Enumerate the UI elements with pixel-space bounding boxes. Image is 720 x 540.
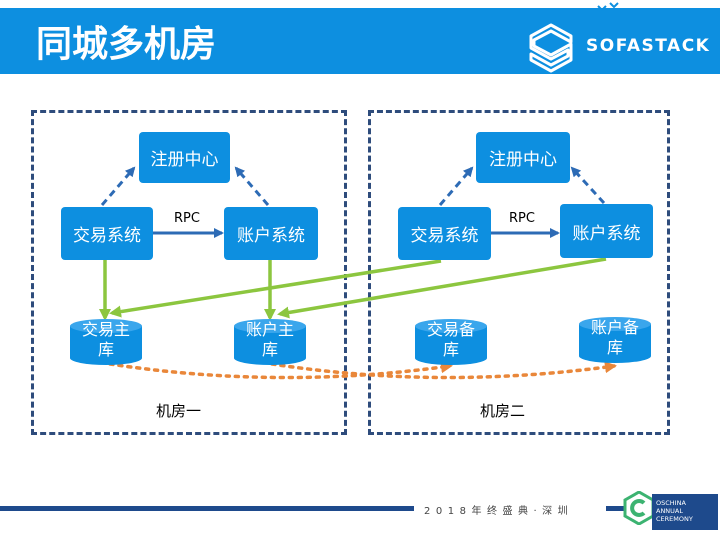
bird-decoration-icon [597,2,619,12]
account2-to-account-db-arrow [277,257,607,319]
oschina-logo-icon [623,491,655,525]
page-title: 同城多机房 [36,24,217,65]
database-icon [70,319,142,365]
account-db-replication-arrow [270,361,617,380]
account-system-box-1: 账户系统 [224,207,318,260]
trade-system-box-1: 交易系统 [61,207,153,260]
trade-to-registry-arrow-1 [100,166,136,206]
database-icon [415,319,487,365]
sofastack-logo-text: SOFASTACK [586,36,711,56]
sofastack-logo-icon [529,23,573,73]
trade-backup-db: 交易备库 [414,318,488,366]
header-bar: 同城多机房 SOFASTACK [0,8,720,74]
footer-line-left [0,506,414,511]
account-primary-db: 账户主库 [233,318,307,366]
rpc-label-1: RPC [174,211,200,226]
account-to-registry-arrow-1 [234,166,270,206]
account-primary-db-label: 账户主库 [245,320,294,359]
trade-to-registry-arrow-2 [438,166,474,206]
database-icon [579,317,651,363]
oschina-badge: OSCHINA ANNUAL CEREMONY [652,494,718,530]
trade-db-replication-arrow [108,361,453,380]
footer-line-right [606,506,638,511]
account-backup-db: 账户备库 [578,316,652,364]
datacenter-1-boundary [31,110,347,435]
account-backup-db-label: 账户备库 [590,318,639,357]
database-icon [234,319,306,365]
account-to-registry-arrow-2 [570,166,606,205]
footer-event-text: 2018年终盛典·深圳 [424,506,574,517]
trade-system-box-2: 交易系统 [398,207,491,260]
datacenter-2-label: 机房二 [480,402,526,420]
registry-center-box-1: 注册中心 [139,132,230,183]
trade2-to-trade-db-arrow [109,259,442,318]
datacenter-1-label: 机房一 [156,402,202,420]
trade-primary-db: 交易主库 [69,318,143,366]
registry-center-box-2: 注册中心 [476,132,570,183]
trade-backup-db-label: 交易备库 [426,320,475,359]
trade-primary-db-label: 交易主库 [81,320,130,359]
rpc-label-2: RPC [509,211,535,226]
account-system-box-2: 账户系统 [560,204,653,258]
